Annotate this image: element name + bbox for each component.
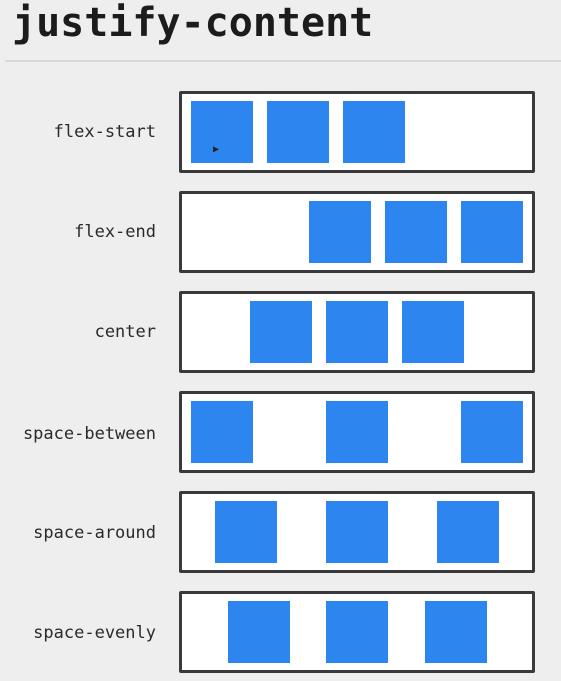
label-flex-end: flex-end [74, 222, 156, 242]
label-center: center [94, 322, 156, 342]
flex-item [267, 101, 329, 163]
flex-item [250, 301, 312, 363]
flex-container-space-around [179, 491, 535, 573]
label-flex-start: flex-start [53, 122, 156, 142]
mouse-pointer-icon: ▶ [213, 144, 220, 155]
flex-item [326, 301, 388, 363]
flex-item [215, 501, 278, 563]
flex-item [402, 301, 464, 363]
title-divider [5, 60, 561, 62]
label-space-around: space-around [33, 523, 156, 543]
flex-item [326, 401, 388, 463]
flex-item [343, 101, 405, 163]
flex-item [461, 201, 523, 263]
flex-item [461, 401, 523, 463]
flex-container-center [179, 291, 535, 373]
flex-item: ▶ [191, 101, 253, 163]
label-space-between: space-between [22, 424, 156, 444]
flex-item [309, 201, 371, 263]
flex-item [326, 601, 388, 663]
flex-container-space-between [179, 391, 535, 473]
flex-item [325, 501, 388, 563]
flex-container-flex-start: ▶ [179, 91, 535, 173]
flex-item [436, 501, 499, 563]
flex-container-flex-end [179, 191, 535, 273]
flex-item [385, 201, 447, 263]
flex-item [424, 601, 487, 663]
flex-item [227, 601, 290, 663]
label-space-evenly: space-evenly [33, 623, 156, 643]
page-title: justify-content [12, 0, 374, 46]
flex-item [191, 401, 253, 463]
flex-container-space-evenly [179, 591, 535, 673]
